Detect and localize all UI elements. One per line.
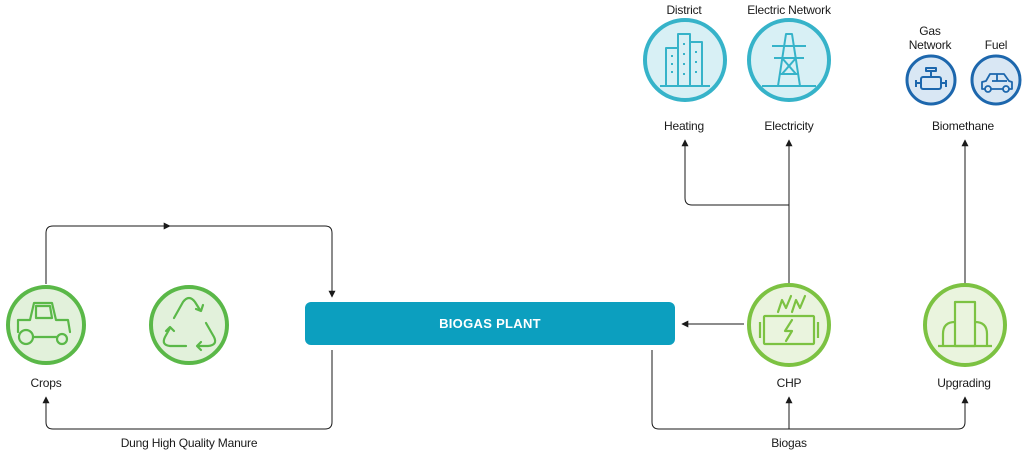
upgrading-label: Upgrading xyxy=(937,376,991,390)
heating-node xyxy=(643,18,727,102)
plant-to-biogas-line xyxy=(651,350,969,430)
fuel-label: Fuel xyxy=(984,38,1008,52)
tractor-icon xyxy=(16,301,72,346)
gas-valve-icon xyxy=(915,67,947,90)
heating-label: Heating xyxy=(664,119,704,133)
network-label: Network xyxy=(908,38,952,52)
chp-label: CHP xyxy=(776,376,802,390)
recycle-icon xyxy=(162,296,217,352)
biogas-plant-box: BIOGAS PLANT xyxy=(305,302,675,345)
fuel-node xyxy=(970,54,1022,106)
crops-to-plant-arrow xyxy=(45,225,336,298)
car-icon xyxy=(981,73,1013,93)
city-buildings-icon xyxy=(660,33,710,87)
upgrading-node xyxy=(923,283,1007,367)
chp-node xyxy=(747,283,831,367)
generator-icon xyxy=(758,294,820,346)
crops-label: Crops xyxy=(30,376,62,390)
gas-network-node xyxy=(905,54,957,106)
manure-label: Dung High Quality Manure xyxy=(120,436,258,450)
upgrading-plant-icon xyxy=(938,300,992,348)
recycle-node xyxy=(149,285,229,365)
electricity-node xyxy=(747,18,831,102)
plant-to-crops-arrow xyxy=(42,350,333,430)
biomethane-label: Biomethane xyxy=(931,119,995,133)
district-label: District xyxy=(666,3,702,17)
chp-to-heating-arrow xyxy=(681,139,789,206)
electricity-label: Electricity xyxy=(764,119,814,133)
electric-network-label: Electric Network xyxy=(747,3,831,17)
power-pylon-icon xyxy=(762,33,816,87)
crops-node xyxy=(6,285,86,365)
gas-label: Gas xyxy=(919,24,941,38)
biogas-label: Biogas xyxy=(771,436,807,450)
biogas-plant-label: BIOGAS PLANT xyxy=(439,316,541,331)
connectors xyxy=(42,139,969,430)
